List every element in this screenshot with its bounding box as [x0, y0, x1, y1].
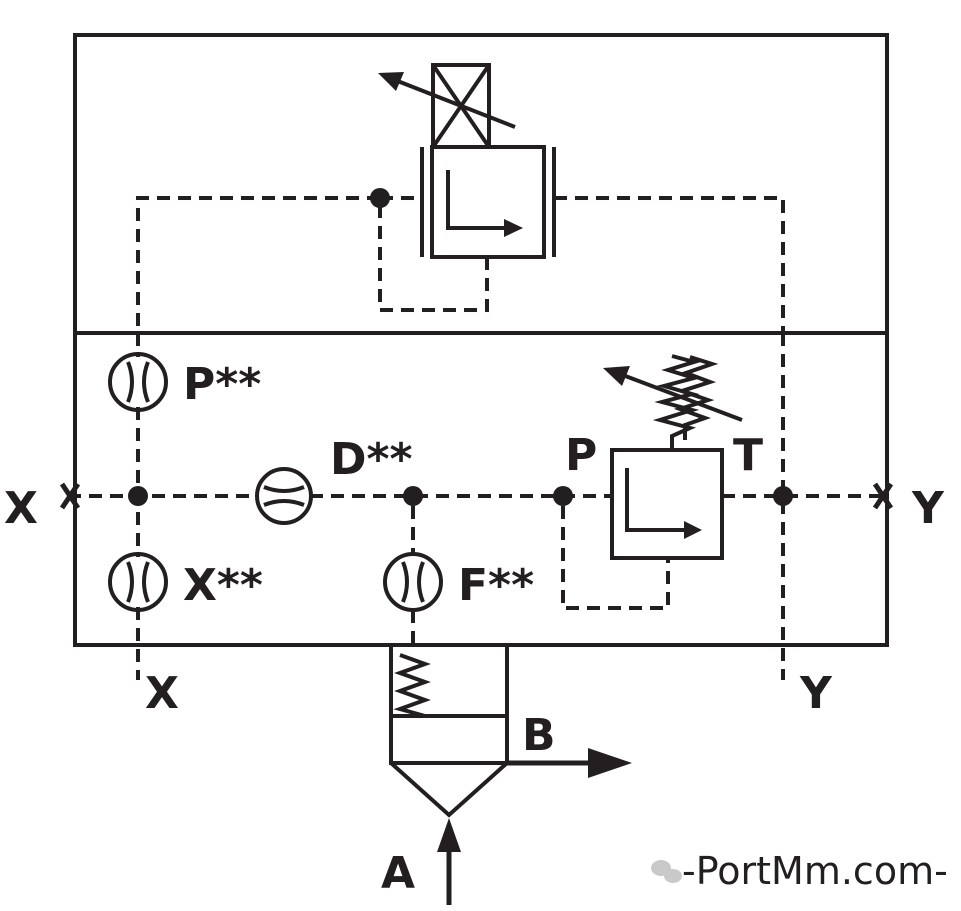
label-d-orifice: D**: [330, 434, 413, 485]
upper-pilot-lines: [136, 188, 785, 335]
orifice-f: [383, 552, 443, 612]
port-y-plug: [872, 482, 894, 510]
watermark-text: -PortMm.com-: [682, 849, 948, 893]
label-port-a: A: [381, 848, 415, 899]
label-port-x-bottom: X: [145, 668, 179, 719]
main-horizontal-line: [68, 486, 885, 506]
cartridge-spring: [393, 653, 431, 718]
label-port-y-right: Y: [911, 483, 945, 534]
proportional-pressure-valve: [378, 63, 556, 312]
wechat-icon: [651, 860, 682, 883]
adjust-arrow: [394, 78, 516, 129]
junction-dot: [370, 188, 390, 208]
main-cartridge-valve: [389, 643, 632, 905]
orifice-d: [255, 467, 313, 525]
label-relief-t: T: [733, 430, 763, 481]
label-port-y-bottom: Y: [799, 668, 833, 719]
watermark: -PortMm.com-: [651, 849, 948, 893]
label-relief-p: P: [565, 430, 597, 481]
label-x-orifice: X**: [183, 560, 263, 611]
label-port-x-left: X: [4, 483, 38, 534]
orifice-p: [108, 352, 168, 412]
label-port-b: B: [522, 710, 556, 761]
port-a-arrow: [437, 818, 461, 852]
label-p-orifice: P**: [183, 359, 261, 410]
port-x-plug: [59, 482, 81, 510]
port-b-arrow: [588, 748, 632, 778]
label-f-orifice: F**: [458, 560, 534, 611]
orifice-x: [108, 552, 168, 612]
relief-valve: [561, 354, 743, 610]
adjust-arrowhead: [378, 72, 404, 91]
